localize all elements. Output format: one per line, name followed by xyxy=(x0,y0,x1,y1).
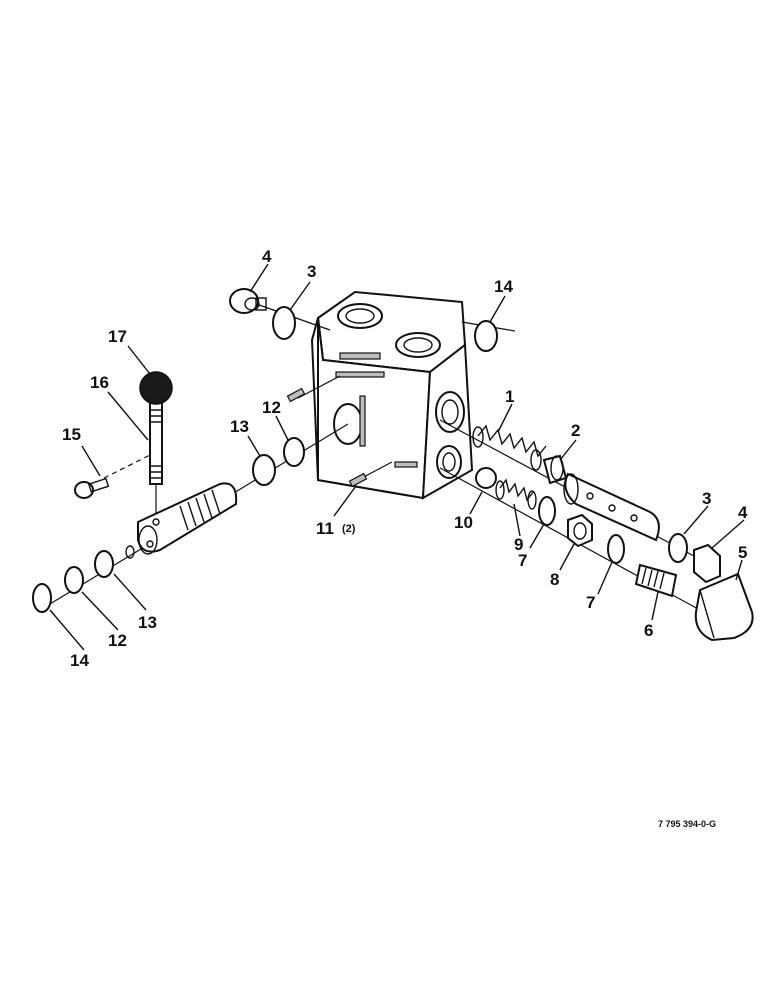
callout-16: 16 xyxy=(90,373,109,392)
hex-nut xyxy=(567,513,593,548)
o-ring-top xyxy=(272,306,296,340)
lever-rod xyxy=(149,401,163,485)
callout-11: 11 xyxy=(316,519,334,538)
relief-sleeve xyxy=(563,472,660,542)
retaining-ring-bottom xyxy=(32,583,52,613)
o-ring-13-bottom xyxy=(94,550,114,578)
plug-right xyxy=(693,543,721,584)
callout-13-top: 13 xyxy=(230,417,249,436)
leader-lines xyxy=(49,263,745,651)
valve-body xyxy=(310,290,474,500)
roll-pins xyxy=(286,387,368,488)
callout-11-qty: (2) xyxy=(342,523,356,535)
callout-14-bottom: 14 xyxy=(70,651,89,670)
callouts: 4 3 14 17 16 15 13 12 11 (2) 1 2 10 9 7 … xyxy=(62,247,748,670)
callout-7-b: 7 xyxy=(586,593,595,612)
relief-spring xyxy=(472,424,547,471)
callout-3-right: 3 xyxy=(702,489,711,508)
check-spring xyxy=(495,478,537,510)
adjusting-screw xyxy=(634,563,678,598)
o-ring-7a xyxy=(538,496,556,526)
callout-6: 6 xyxy=(644,621,653,640)
callout-17: 17 xyxy=(108,327,127,346)
spring-seat xyxy=(542,454,568,485)
control-spool xyxy=(137,482,238,555)
callout-2: 2 xyxy=(571,421,580,440)
clevis-bolt xyxy=(74,477,110,499)
callout-7-a: 7 xyxy=(518,551,527,570)
o-ring-13-top xyxy=(252,454,276,486)
callout-4-right: 4 xyxy=(738,503,748,522)
callout-4-top: 4 xyxy=(262,247,272,266)
callout-8: 8 xyxy=(550,570,559,589)
backup-ring-12-bottom xyxy=(64,566,84,594)
callout-10: 10 xyxy=(454,513,473,532)
figure-id: 7 795 394-0-G xyxy=(658,819,716,829)
plug-top xyxy=(229,288,267,314)
acorn-cap xyxy=(694,572,754,642)
check-ball xyxy=(475,467,497,489)
callout-1: 1 xyxy=(505,387,514,406)
callout-12-bottom: 12 xyxy=(108,631,127,650)
o-ring-7b xyxy=(607,534,625,564)
retaining-ring-top xyxy=(474,320,498,352)
callout-15: 15 xyxy=(62,425,81,444)
callout-12-top: 12 xyxy=(262,398,281,417)
callout-14-top: 14 xyxy=(494,277,513,296)
callout-3-top: 3 xyxy=(307,262,316,281)
spool-end-washer xyxy=(125,545,135,559)
o-ring-right xyxy=(668,533,688,563)
backup-ring-12-top xyxy=(283,437,305,467)
callout-5: 5 xyxy=(738,543,747,562)
callout-9: 9 xyxy=(514,535,523,554)
lever-knob xyxy=(139,371,173,405)
callout-13-bottom: 13 xyxy=(138,613,157,632)
